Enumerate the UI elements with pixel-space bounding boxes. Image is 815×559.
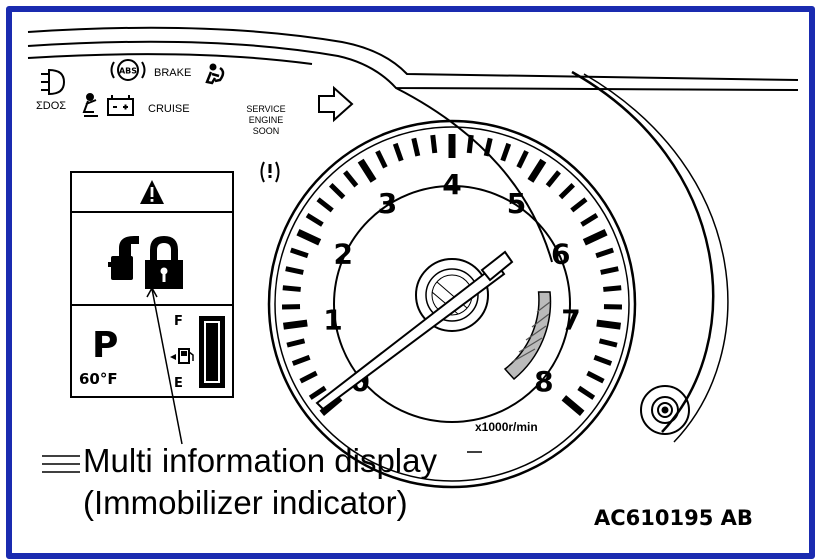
- tach-minor-tick: [305, 213, 324, 227]
- edge-label: ΣDOΣ: [36, 100, 66, 112]
- cruise-label: CRUISE: [148, 103, 190, 115]
- tach-minor-tick: [289, 247, 309, 259]
- tach-major-tick: [282, 319, 308, 330]
- fog-light-icon: [41, 68, 66, 96]
- tach-major-tick: [596, 319, 622, 330]
- tach-minor-tick: [580, 213, 599, 227]
- tach-minor-tick: [328, 183, 346, 200]
- fuel-empty-label: E: [174, 376, 183, 391]
- tach-minor-tick: [308, 385, 327, 400]
- tach-minor-tick: [600, 266, 619, 275]
- tach-major-tick: [582, 228, 608, 246]
- tach-major-tick: [296, 228, 322, 246]
- tach-minor-tick: [577, 385, 596, 400]
- battery-icon: [107, 95, 134, 116]
- tach-number-1: 1: [323, 304, 342, 337]
- fuel-gauge-bar: [199, 316, 225, 388]
- tach-minor-tick: [593, 354, 613, 366]
- tach-minor-tick: [282, 285, 301, 292]
- warning-triangle-icon: [140, 180, 164, 204]
- tach-minor-tick: [586, 370, 605, 384]
- tach-number-6: 6: [551, 237, 570, 270]
- tach-minor-tick: [558, 183, 576, 200]
- tach-major-tick: [319, 395, 343, 416]
- callout-line-1: Multi information display: [83, 442, 437, 479]
- immobilizer-indicator-icon: [108, 236, 183, 289]
- tire-pressure-icon: [260, 161, 280, 183]
- tach-minor-tick: [500, 142, 512, 162]
- tach-minor-tick: [483, 137, 493, 157]
- tach-tick-marks: [281, 134, 623, 416]
- callout: Multi information display (Immobilizer i…: [42, 287, 482, 521]
- soon-label: SOON: [253, 126, 280, 136]
- tach-major-tick: [357, 158, 377, 183]
- tach-minor-tick: [392, 142, 404, 162]
- tach-number-5: 5: [507, 187, 526, 220]
- tach-minor-tick: [291, 354, 311, 366]
- multi-information-display: P 60°F F E: [70, 171, 234, 398]
- callout-line-2: (Immobilizer indicator): [83, 484, 408, 521]
- diagram-frame: ABS BRAKE ΣDOΣ CRUISE SERVICE ENGINE SOO…: [6, 6, 815, 559]
- tach-minor-tick: [603, 285, 622, 292]
- tach-minor-tick: [570, 197, 588, 213]
- gear-position-indicator: P: [92, 325, 118, 366]
- tach-minor-tick: [375, 150, 388, 169]
- tach-minor-tick: [316, 197, 334, 213]
- outside-temperature: 60°F: [79, 370, 118, 388]
- warning-lights-panel: ABS BRAKE ΣDOΣ CRUISE: [36, 59, 225, 117]
- service-label: SERVICE: [246, 104, 285, 114]
- tachometer: 012345678 x1000r/min: [267, 119, 637, 489]
- tach-numbers: 012345678: [323, 168, 580, 398]
- tach-minor-tick: [595, 247, 615, 259]
- trip-reset-knob: [640, 385, 690, 435]
- tach-number-8: 8: [534, 365, 553, 398]
- tach-minor-tick: [516, 150, 529, 169]
- tach-unit-label: x1000r/min: [475, 420, 538, 434]
- turn-signal-arrow-icon: [318, 85, 354, 123]
- tach-minor-tick: [286, 338, 306, 348]
- service-engine-soon-indicator: SERVICE ENGINE SOON: [246, 104, 285, 136]
- tach-number-7: 7: [561, 304, 580, 337]
- abs-icon: ABS: [110, 59, 146, 81]
- tach-minor-tick: [545, 170, 561, 188]
- tach-minor-tick: [343, 170, 359, 188]
- tach-needle: [315, 250, 514, 411]
- cluster-housing: [27, 26, 799, 443]
- tach-minor-tick: [299, 370, 318, 384]
- tach-number-3: 3: [378, 187, 397, 220]
- seatbelt-icon: [82, 93, 98, 117]
- tach-minor-tick: [430, 134, 438, 154]
- tach-minor-tick: [411, 137, 421, 157]
- brake-label: BRAKE: [154, 67, 191, 79]
- figure-id: AC610195 AB: [594, 506, 753, 530]
- fuel-full-label: F: [174, 314, 183, 329]
- tach-minor-tick: [285, 266, 304, 275]
- tach-minor-tick: [466, 134, 474, 154]
- instrument-cluster-diagram: ABS BRAKE ΣDOΣ CRUISE SERVICE ENGINE SOO…: [27, 26, 799, 530]
- tach-number-2: 2: [334, 237, 353, 270]
- tach-number-4: 4: [442, 168, 461, 201]
- abs-label: ABS: [119, 67, 137, 76]
- redzone-hatch: [503, 291, 552, 381]
- tach-major-tick: [527, 158, 547, 183]
- airbag-icon: [205, 63, 225, 85]
- engine-label: ENGINE: [249, 115, 284, 125]
- tach-minor-tick: [598, 338, 618, 348]
- tach-major-tick: [561, 395, 585, 416]
- fuel-pump-icon: [170, 348, 194, 364]
